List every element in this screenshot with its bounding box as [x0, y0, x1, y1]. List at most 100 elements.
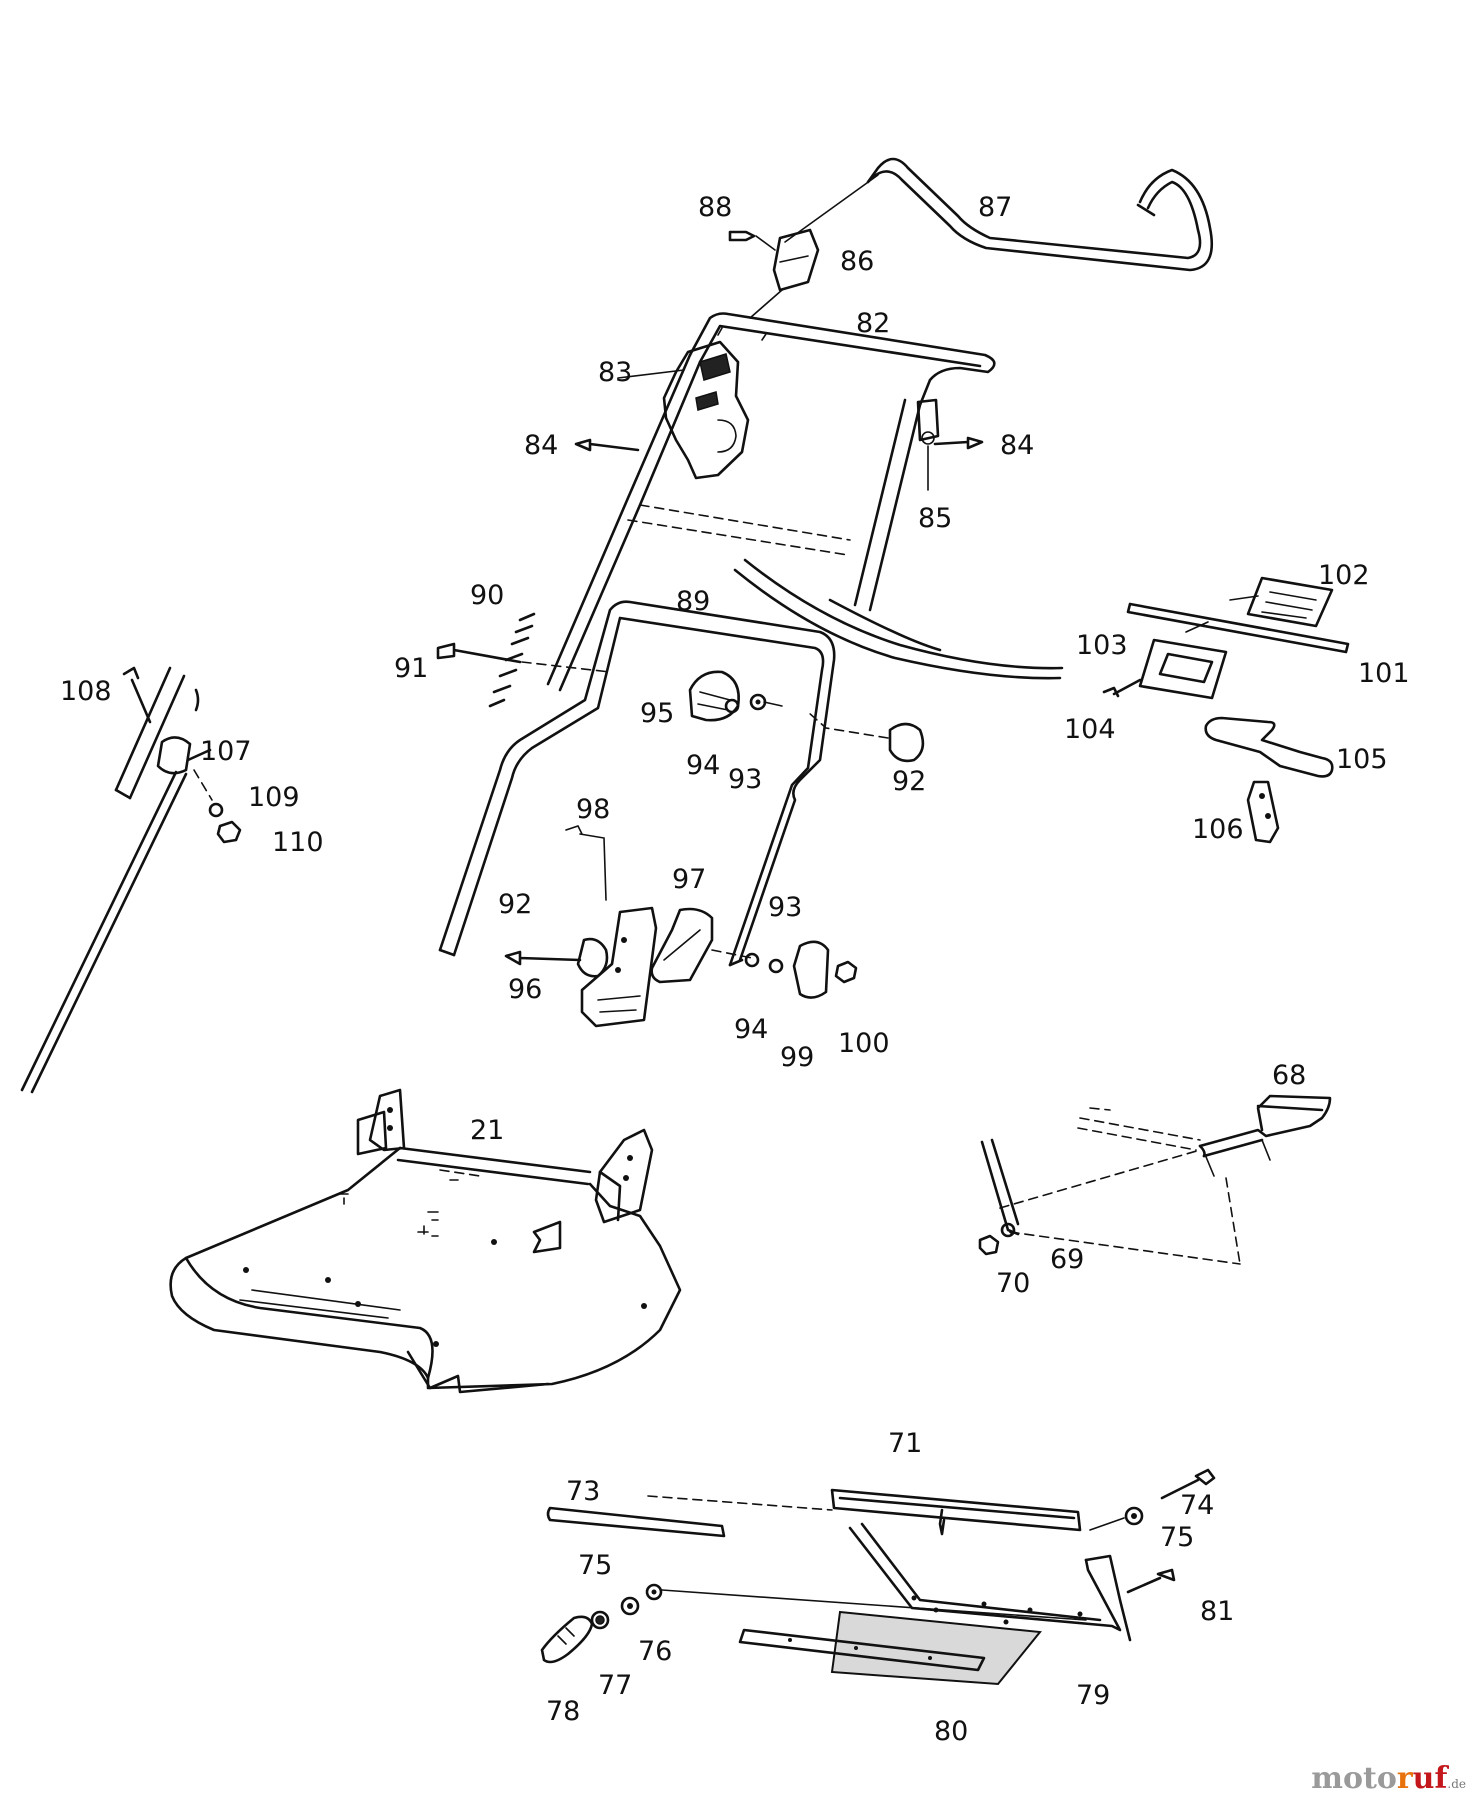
brand-part-3: uf: [1412, 1761, 1448, 1796]
label-part-92-lower: 92: [498, 889, 532, 920]
label-part-73: 73: [566, 1476, 600, 1507]
label-part-95: 95: [640, 698, 674, 729]
label-part-71: 71: [888, 1428, 922, 1459]
part-21-deflector: [169, 1088, 682, 1394]
part-73-strip: [546, 1506, 726, 1538]
label-part-106: 106: [1192, 814, 1244, 845]
label-part-75-right: 75: [1160, 1522, 1194, 1553]
label-part-82: 82: [856, 308, 890, 339]
part-100-nut: [834, 960, 858, 984]
part-85-pivot: [916, 398, 940, 442]
part-107-cable-clamp: [156, 736, 192, 775]
label-part-100: 100: [838, 1028, 890, 1059]
part-77-washer: [590, 1610, 610, 1630]
label-part-88: 88: [698, 192, 732, 223]
label-part-108: 108: [60, 676, 112, 707]
part-91-bolt: [436, 642, 522, 664]
label-part-103: 103: [1076, 630, 1128, 661]
brand-suffix: .de: [1447, 1777, 1466, 1791]
label-part-102: 102: [1318, 560, 1370, 591]
label-part-107: 107: [200, 736, 252, 767]
part-103-block: [1138, 638, 1228, 700]
label-part-89: 89: [676, 586, 710, 617]
label-part-84-right: 84: [1000, 430, 1034, 461]
label-part-98: 98: [576, 794, 610, 825]
label-part-76: 76: [638, 1636, 672, 1667]
part-68-flap-assembly: [978, 1094, 1332, 1265]
part-74-bolt: [1160, 1468, 1216, 1500]
label-part-87: 87: [978, 192, 1012, 223]
label-part-85: 85: [918, 503, 952, 534]
part-76-washer: [620, 1596, 640, 1616]
label-part-94-lower: 94: [734, 1014, 768, 1045]
part-104-screw: [1102, 678, 1142, 698]
part-99-knob-lower: [792, 940, 830, 999]
part-94-washer-lower: [768, 958, 784, 974]
part-75-washer-right: [1124, 1506, 1144, 1526]
part-84-bolt-right: [933, 436, 984, 450]
part-71-flap-assembly: [540, 1468, 1216, 1686]
label-part-75-left: 75: [578, 1550, 612, 1581]
part-95-knob: [688, 670, 740, 722]
part-106-bracket: [1246, 780, 1280, 844]
part-78-knob: [540, 1615, 594, 1664]
part-labels: 21 68 69 70 71 73 74 75 75 76 77 78 79 8…: [60, 192, 1410, 1747]
handle-assembly: [436, 157, 1214, 1028]
part-94-washer-upper: [724, 698, 740, 714]
label-part-68: 68: [1272, 1060, 1306, 1091]
label-part-101: 101: [1358, 658, 1410, 689]
part-86-clamp: [772, 228, 820, 292]
part-96-spacer: [576, 937, 609, 978]
part-69-washer: [1000, 1222, 1016, 1238]
part-79-pad: [830, 1610, 1042, 1686]
part-102-plate: [1246, 576, 1334, 628]
label-part-70: 70: [996, 1268, 1030, 1299]
label-part-80: 80: [934, 1716, 968, 1747]
brand-watermark: motoruf.de: [1311, 1761, 1466, 1796]
part-92-bolt-lower: [504, 950, 582, 966]
label-part-21: 21: [470, 1115, 504, 1146]
label-part-104: 104: [1064, 714, 1116, 745]
label-part-84-left: 84: [524, 430, 558, 461]
label-part-94-upper: 94: [686, 750, 720, 781]
label-part-110: 110: [272, 827, 324, 858]
part-90-spring: [488, 612, 536, 708]
label-part-74: 74: [1180, 1490, 1214, 1521]
part-89-lower-handle: [438, 600, 836, 967]
label-part-105: 105: [1336, 744, 1388, 775]
part-71-bar: [830, 1488, 1082, 1532]
label-part-78: 78: [546, 1696, 580, 1727]
part-75-washer-left: [645, 1583, 663, 1601]
label-part-97: 97: [672, 864, 706, 895]
label-part-93-lower: 93: [768, 892, 802, 923]
part-70-nut: [978, 1234, 1000, 1256]
label-part-90: 90: [470, 580, 504, 611]
part-84-bolt-left: [574, 438, 640, 452]
label-part-93-upper: 93: [728, 764, 762, 795]
part-81-bolt: [1126, 1568, 1176, 1594]
label-part-96: 96: [508, 974, 542, 1005]
label-part-77: 77: [598, 1670, 632, 1701]
cable-assembly: [20, 666, 242, 1094]
part-82-upper-handle: [688, 312, 996, 612]
label-part-69: 69: [1050, 1244, 1084, 1275]
label-part-92-upper: 92: [892, 766, 926, 797]
part-92-knob-upper: [888, 722, 925, 763]
part-98-screw: [565, 825, 607, 901]
part-83-switch-housing: [662, 340, 750, 480]
label-part-79: 79: [1076, 1680, 1110, 1711]
label-part-83: 83: [598, 357, 632, 388]
part-87-control-bar: [866, 157, 1214, 272]
cable-fastener-detail: [1102, 576, 1350, 844]
part-97-lever: [650, 907, 714, 984]
label-part-109: 109: [248, 782, 300, 813]
part-80-strip: [738, 1628, 986, 1672]
part-105-clip: [1204, 716, 1334, 778]
part-109-washer: [208, 802, 224, 818]
part-93-washer-lower: [744, 952, 760, 968]
part-110-nut: [216, 820, 242, 844]
label-part-81: 81: [1200, 1596, 1234, 1627]
brand-part-2: r: [1396, 1761, 1413, 1796]
label-part-91: 91: [394, 653, 428, 684]
